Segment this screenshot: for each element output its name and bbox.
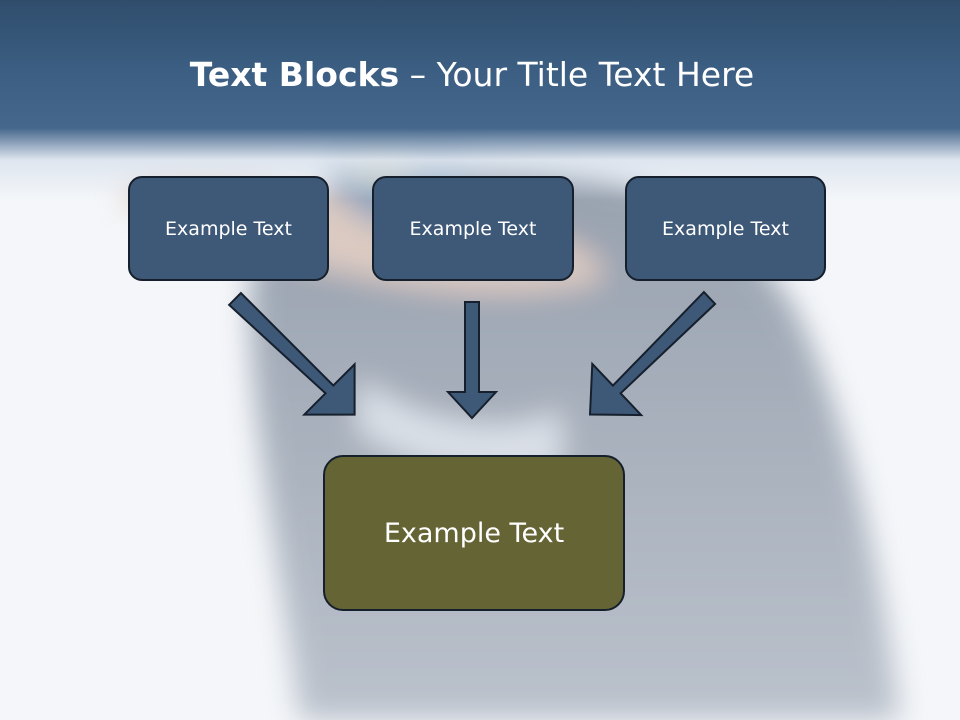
text-block-3: Example Text	[625, 176, 826, 281]
center-text-block: Example Text	[323, 455, 625, 611]
text-block-2: Example Text	[372, 176, 574, 281]
text-block-3-label: Example Text	[662, 217, 789, 240]
title-bold: Text Blocks	[189, 55, 400, 94]
slide-title: Text Blocks – Your Title Text Here	[0, 52, 944, 98]
center-text-block-label: Example Text	[383, 517, 565, 549]
title-dash: –	[399, 55, 437, 94]
header-band	[0, 0, 960, 200]
title-rest: Your Title Text Here	[436, 55, 755, 94]
text-block-2-label: Example Text	[409, 217, 537, 240]
arrow-left	[227, 291, 356, 416]
arrow-right	[588, 290, 717, 417]
arrow-center	[445, 301, 499, 420]
text-block-1: Example Text	[128, 176, 329, 281]
text-block-1-label: Example Text	[165, 217, 292, 240]
